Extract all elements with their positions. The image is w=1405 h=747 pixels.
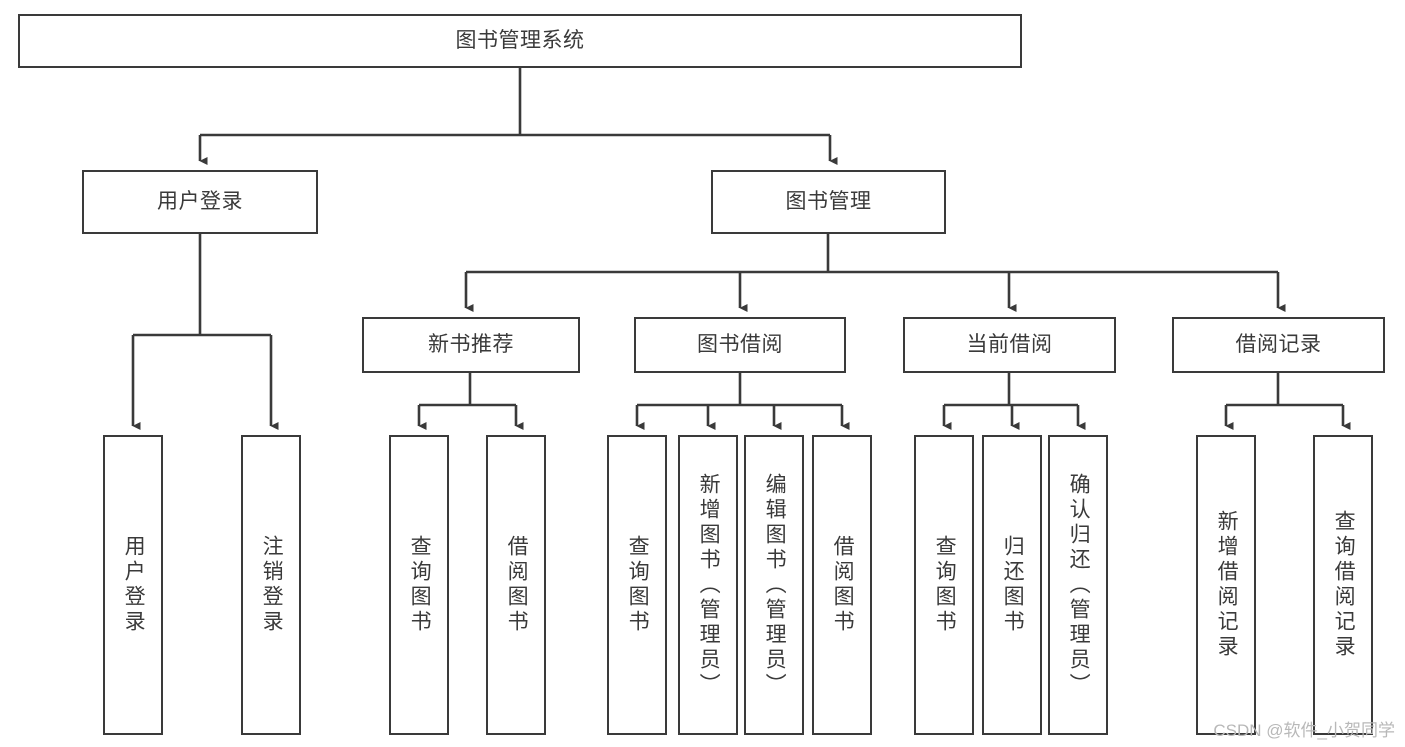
- node-label: 确认归还（管理员）: [1067, 472, 1091, 698]
- node-label: 借阅图书: [505, 535, 529, 635]
- edge-current-borrow-to-leaves: [942, 373, 1086, 431]
- node-label: 查询图书: [626, 535, 650, 635]
- edge-book-mgmt-to-level2: [464, 234, 1286, 313]
- node-label: 用户登录: [122, 535, 146, 635]
- node-label: 新书推荐: [428, 332, 514, 356]
- node-label: 图书管理: [785, 189, 872, 213]
- node-leaf-add-borrow-record[interactable]: 新增借阅记录: [1196, 435, 1256, 735]
- node-label: 新增借阅记录: [1215, 510, 1239, 660]
- node-book-management[interactable]: 图书管理: [711, 170, 946, 234]
- node-leaf-confirm-return-admin[interactable]: 确认归还（管理员）: [1048, 435, 1108, 735]
- node-user-login[interactable]: 用户登录: [82, 170, 318, 234]
- node-current-borrow[interactable]: 当前借阅: [903, 317, 1116, 373]
- node-leaf-borrow-book[interactable]: 借阅图书: [812, 435, 872, 735]
- node-label: 当前借阅: [966, 332, 1053, 356]
- node-label: 查询图书: [408, 535, 432, 635]
- node-label: 新增图书（管理员）: [697, 472, 721, 698]
- edge-borrow-record-to-leaves: [1224, 373, 1351, 431]
- node-leaf-query-borrow-record[interactable]: 查询借阅记录: [1313, 435, 1373, 735]
- edge-book-borrow-to-leaves: [635, 373, 850, 431]
- node-leaf-return-book[interactable]: 归还图书: [982, 435, 1042, 735]
- node-label: 编辑图书（管理员）: [763, 472, 787, 698]
- node-leaf-query-book[interactable]: 查询图书: [607, 435, 667, 735]
- edge-user-login-to-leaves: [131, 234, 279, 431]
- node-label: 借阅图书: [831, 535, 855, 635]
- node-leaf-query-book-current[interactable]: 查询图书: [914, 435, 974, 735]
- node-leaf-add-book-admin[interactable]: 新增图书（管理员）: [678, 435, 738, 735]
- node-label: 归还图书: [1001, 535, 1025, 635]
- watermark-text: CSDN @软件_小贺同学: [1213, 721, 1395, 740]
- node-label: 用户登录: [157, 189, 243, 213]
- node-new-book-recommend[interactable]: 新书推荐: [362, 317, 580, 373]
- node-leaf-borrow-book-recommend[interactable]: 借阅图书: [486, 435, 546, 735]
- node-leaf-query-book-recommend[interactable]: 查询图书: [389, 435, 449, 735]
- node-root-system[interactable]: 图书管理系统: [18, 14, 1022, 68]
- node-leaf-logout-login[interactable]: 注销登录: [241, 435, 301, 735]
- node-leaf-edit-book-admin[interactable]: 编辑图书（管理员）: [744, 435, 804, 735]
- node-book-borrow[interactable]: 图书借阅: [634, 317, 846, 373]
- node-label: 图书借阅: [697, 332, 783, 356]
- node-borrow-record[interactable]: 借阅记录: [1172, 317, 1385, 373]
- node-label: 图书管理系统: [455, 28, 585, 52]
- node-label: 借阅记录: [1235, 332, 1322, 356]
- node-label: 注销登录: [260, 535, 284, 635]
- node-leaf-user-login[interactable]: 用户登录: [103, 435, 163, 735]
- edge-new-book-to-leaves: [417, 373, 524, 431]
- node-label: 查询图书: [933, 535, 957, 635]
- edge-root-to-level1: [198, 68, 838, 166]
- node-label: 查询借阅记录: [1332, 510, 1356, 660]
